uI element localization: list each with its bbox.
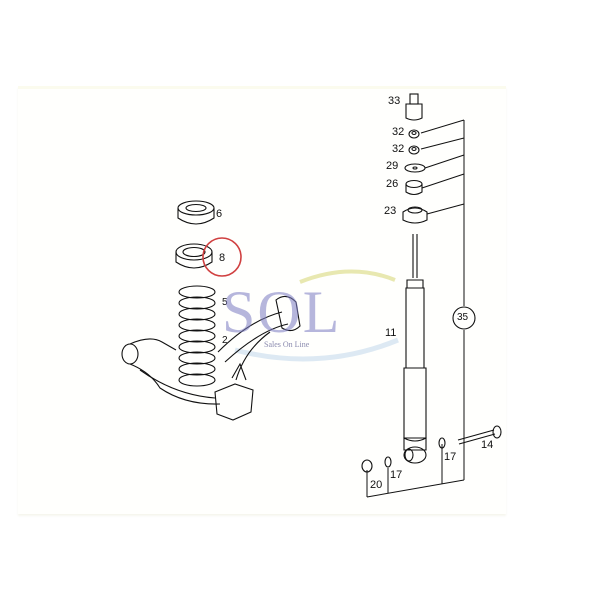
label-part-33: 33 xyxy=(388,95,401,107)
part-17-washer-icon xyxy=(384,456,392,468)
diagram-frame xyxy=(18,86,506,514)
watermark-tagline: Sales On Line xyxy=(264,340,310,349)
label-part-2: 2 xyxy=(222,335,228,346)
leader-lines xyxy=(366,119,465,498)
coil-spring-icon xyxy=(178,285,216,387)
part-14-bolt-icon xyxy=(457,425,502,445)
part-32-nut-icon xyxy=(408,129,420,155)
control-arm-icon xyxy=(121,295,301,421)
label-part-23: 23 xyxy=(384,205,397,217)
highlight-circle-part-8 xyxy=(202,237,242,277)
callout-35-circle xyxy=(452,306,476,330)
part-23-mount-icon xyxy=(402,206,428,224)
part-6-bearing-icon xyxy=(177,200,215,225)
label-part-32: 32 xyxy=(392,126,405,138)
label-part-26: 26 xyxy=(386,178,399,190)
part-17-washer-icon xyxy=(438,437,446,449)
label-part-17: 17 xyxy=(444,451,457,463)
part-20-nut-icon xyxy=(361,459,373,473)
label-part-5: 5 xyxy=(222,297,228,308)
part-29-washer-icon xyxy=(404,163,426,173)
label-part-29: 29 xyxy=(386,160,399,172)
watermark-swoosh xyxy=(234,337,399,362)
label-part-32: 32 xyxy=(392,143,405,155)
watermark-logo: SOL xyxy=(222,279,342,345)
watermark-arc xyxy=(299,269,396,284)
label-part-20: 20 xyxy=(370,479,383,491)
label-part-14: 14 xyxy=(481,439,494,451)
label-part-17: 17 xyxy=(390,469,403,481)
label-part-6: 6 xyxy=(216,208,223,220)
part-33-icon xyxy=(405,93,423,121)
label-part-35: 35 xyxy=(457,312,469,323)
label-part-8: 8 xyxy=(219,252,226,264)
part-11-shock-absorber-icon xyxy=(403,234,427,464)
part-8-spring-pad-icon xyxy=(175,243,213,269)
label-part-11: 11 xyxy=(385,327,397,339)
part-26-bushing-icon xyxy=(405,179,423,196)
